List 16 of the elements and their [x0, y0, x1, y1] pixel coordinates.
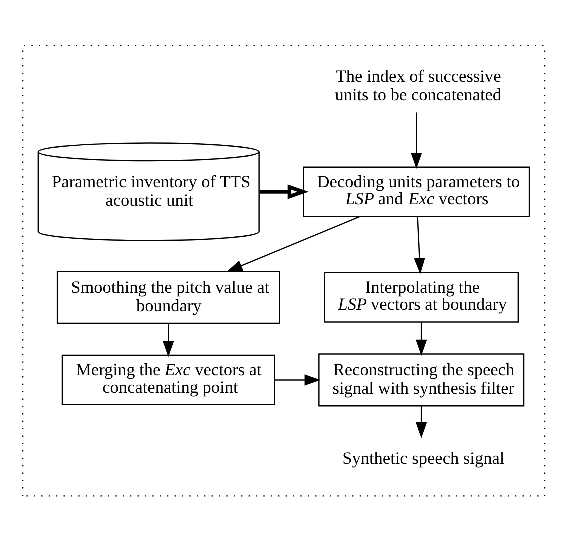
node-box: Merging the Exc vectors at concatenating point [62, 354, 276, 405]
node-text: Synthetic speech signal [342, 448, 505, 468]
arrow [274, 374, 321, 386]
arrow [416, 406, 428, 438]
arrow [163, 323, 174, 357]
cluster [22, 44, 546, 496]
node-box: Decoding units parameters to LSP and Exc vectors [303, 166, 530, 217]
arrow [414, 216, 426, 274]
node-box: Interpolating the LSP vectors at boundary [324, 272, 520, 322]
node-text: The index of successive units to be concatenated [335, 66, 502, 104]
arrow [226, 216, 360, 272]
arrow [260, 184, 309, 199]
arrow [416, 322, 428, 356]
node-box: Reconstructing the speech signal with synthesis filter [318, 353, 525, 406]
node-box: Smoothing the pitch value at boundary [56, 270, 280, 324]
arrow [411, 112, 422, 168]
